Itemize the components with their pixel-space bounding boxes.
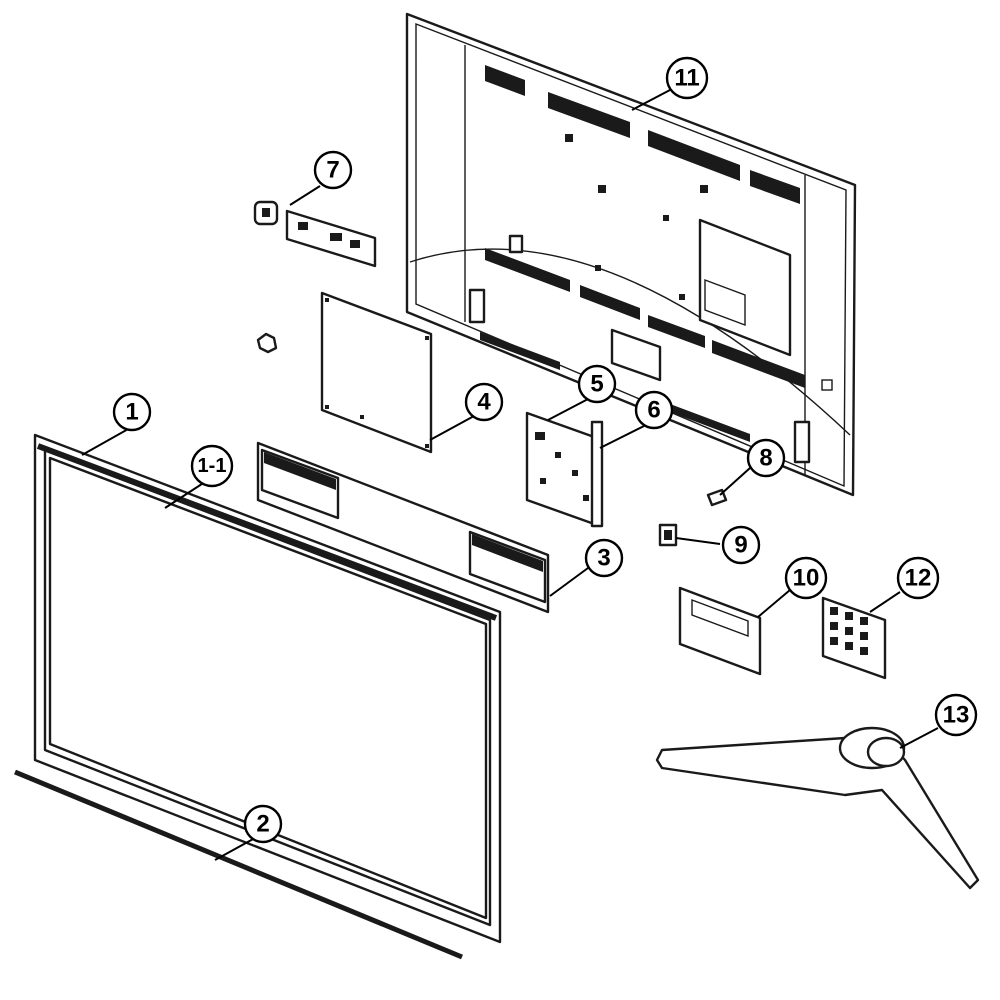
callout-3: 3 xyxy=(584,538,624,578)
callout-10-label: 10 xyxy=(793,565,820,592)
rear-cover-part xyxy=(405,12,857,497)
callout-3-label: 3 xyxy=(597,545,610,572)
callout-11-label: 11 xyxy=(674,65,699,92)
callout-5: 5 xyxy=(577,364,617,404)
callout-4-label: 4 xyxy=(477,389,491,416)
power-board-part xyxy=(525,411,604,528)
speaker-part xyxy=(256,441,550,614)
tcon-board-part xyxy=(610,328,662,382)
callout-10: 10 xyxy=(784,556,828,600)
stand-bracket-part xyxy=(678,586,762,676)
callout-13: 13 xyxy=(934,693,978,737)
bottom-trim-part xyxy=(14,769,463,960)
callout-9: 9 xyxy=(721,525,761,565)
callout-12: 12 xyxy=(896,556,940,600)
callout-2-label: 2 xyxy=(256,811,269,838)
panel-edge-strip xyxy=(36,443,498,621)
callout-12-label: 12 xyxy=(905,565,932,592)
connector-part xyxy=(658,523,678,547)
callout-8-label: 8 xyxy=(759,445,772,472)
callout-1-label: 1 xyxy=(125,399,138,426)
stand-base-part xyxy=(655,726,980,890)
callout-1-1: 1-1 xyxy=(190,444,234,488)
main-board-part xyxy=(320,291,433,454)
callout-1-1-label: 1-1 xyxy=(198,455,227,477)
callout-8: 8 xyxy=(746,438,786,478)
leader-lines xyxy=(81,89,939,861)
callout-5-label: 5 xyxy=(590,371,603,398)
cable-clip-part xyxy=(256,332,278,354)
callout-6-label: 6 xyxy=(647,397,660,424)
callout-4: 4 xyxy=(464,382,504,422)
callout-11: 11 xyxy=(665,56,709,100)
stand-cover-part xyxy=(821,596,887,680)
jack-bracket-part xyxy=(253,200,377,268)
callout-9-label: 9 xyxy=(734,532,747,559)
callout-13-label: 13 xyxy=(943,702,970,729)
callout-2: 2 xyxy=(243,804,283,844)
callout-1: 1 xyxy=(112,392,152,432)
callout-7-label: 7 xyxy=(326,157,339,184)
callout-7: 7 xyxy=(313,150,353,190)
front-bezel-part xyxy=(33,433,502,944)
callout-6: 6 xyxy=(634,390,674,430)
